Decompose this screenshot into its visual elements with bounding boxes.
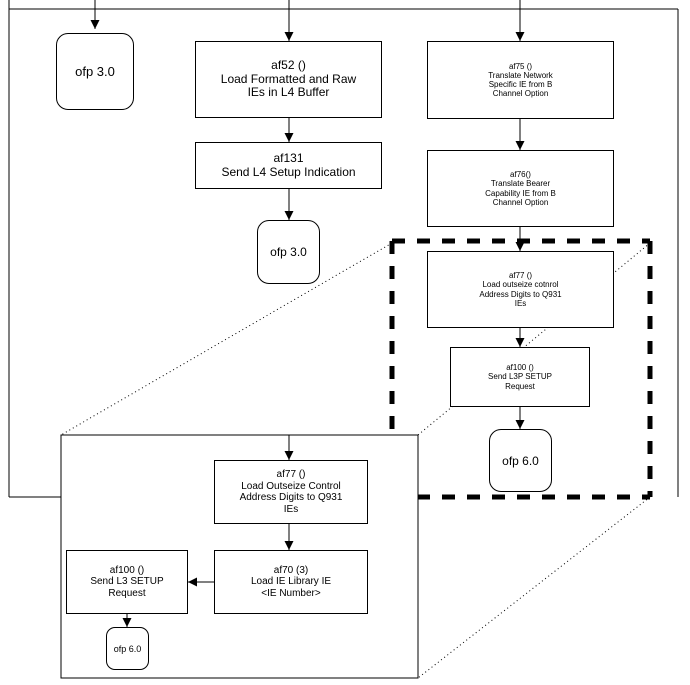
box-title: af76() <box>510 170 531 180</box>
box-title: af52 () <box>271 57 306 72</box>
terminator-ofp-6-0: ofp 6.0 <box>489 429 552 492</box>
box-line: Load Formatted and Raw <box>220 71 357 86</box>
box-title: af131 <box>273 150 304 165</box>
zoom-box-af77: af77 () Load Outseize Control Address Di… <box>214 460 368 524</box>
process-box-af131: af131 Send L4 Setup Indication <box>195 142 382 189</box>
terminator-ofp-3-0-mid: ofp 3.0 <box>257 220 320 284</box>
process-box-af52: af52 () Load Formatted and Raw IEs in L4… <box>195 41 382 118</box>
box-line: Translate Bearer <box>490 179 551 189</box>
box-line: Send L3P SETUP <box>488 372 552 382</box>
process-box-af100: af100 () Send L3P SETUP Request <box>450 347 590 407</box>
process-box-af77: af77 () Load outseize cotnrol Address Di… <box>427 251 614 328</box>
box-line: Send L3 SETUP <box>90 576 164 588</box>
terminator-label: ofp 6.0 <box>113 643 142 654</box>
zoom-box-af100: af100 () Send L3 SETUP Request <box>66 550 188 614</box>
terminator-label: ofp 6.0 <box>502 453 539 468</box>
zoom-terminator-ofp-6-0: ofp 6.0 <box>106 627 149 670</box>
zoom-box-af70: af70 (3) Load IE Library IE <IE Number> <box>214 550 368 614</box>
box-line: Load outseize cotnrol <box>482 280 559 290</box>
box-line: <IE Number> <box>261 587 321 599</box>
box-title: af77 () <box>276 469 306 480</box>
highlight-region <box>389 238 653 500</box>
box-line: IEs in L4 Buffer <box>247 85 330 100</box>
terminator-label: ofp 3.0 <box>75 64 115 79</box>
box-line: Request <box>108 587 146 599</box>
box-line: Request <box>505 381 535 391</box>
outer-frame <box>8 0 679 498</box>
box-line: Translate Network <box>488 70 553 80</box>
terminator-label: ofp 3.0 <box>270 245 307 259</box>
box-line: Send L4 Setup Indication <box>221 164 356 179</box>
process-box-af75: af75 () Translate Network Specific IE fr… <box>427 41 614 119</box>
box-line: Address Digits to Q931 <box>239 492 343 503</box>
terminator-ofp-3-0-left: ofp 3.0 <box>56 33 134 110</box>
box-line: IEs <box>514 298 527 308</box>
box-line: Load Outseize Control <box>241 480 341 492</box>
box-line: Address Digits to Q931 <box>479 289 562 299</box>
box-line: Channel Option <box>492 89 549 99</box>
box-line: IEs <box>283 503 299 515</box>
box-title: af77 () <box>508 271 533 281</box>
box-title: af70 (3) <box>273 564 309 576</box>
box-title: af100 () <box>109 564 145 576</box>
box-line: Load IE Library IE <box>250 576 332 588</box>
box-title: af75 () <box>508 61 533 71</box>
box-line: Capability IE from B <box>485 188 556 198</box>
box-line: Specific IE from B <box>488 80 553 89</box>
process-box-af76: af76() Translate Bearer Capability IE fr… <box>427 150 614 227</box>
box-title: af100 () <box>506 363 534 373</box>
box-line: Channel Option <box>492 197 549 207</box>
